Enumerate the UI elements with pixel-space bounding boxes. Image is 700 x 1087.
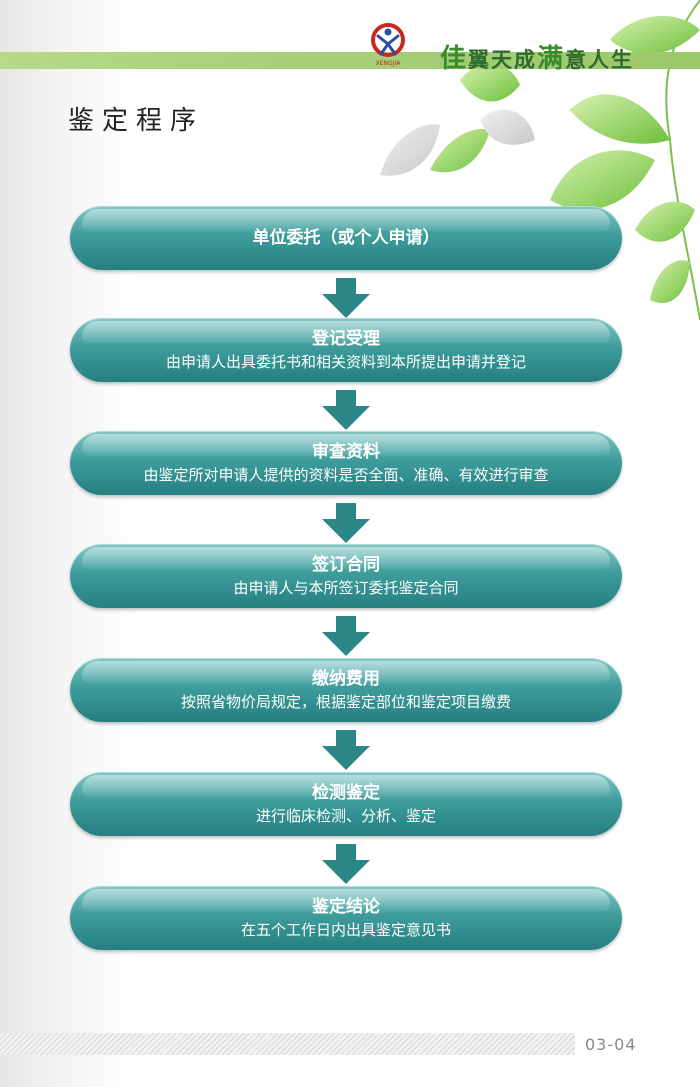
step-title: 签订合同 [312,555,380,575]
slogan-part-4: 意人生 [565,47,635,72]
header-band [0,52,700,69]
page-number: 03-04 [585,1035,637,1054]
step-1: 单位委托（或个人申请） [70,206,622,270]
page-title: 鉴定程序 [68,106,205,136]
step-2: 登记受理 由申请人出具委托书和相关资料到本所提出申请并登记 [70,318,622,382]
step-title: 缴纳费用 [312,669,380,689]
step-title: 登记受理 [312,329,380,349]
down-arrow-icon [322,278,370,318]
step-title: 审查资料 [312,442,380,462]
logo-icon [371,23,405,57]
down-arrow-icon [322,390,370,430]
step-7: 鉴定结论 在五个工作日内出具鉴定意见书 [70,886,622,950]
slogan-part-3: 满 [537,44,566,74]
step-title: 单位委托（或个人申请） [252,228,440,248]
step-5: 缴纳费用 按照省物价局规定，根据鉴定部位和鉴定项目缴费 [70,658,622,722]
footer-stripe [0,1033,575,1055]
slogan-part-2: 翼天成 [468,47,538,72]
step-title: 检测鉴定 [312,783,380,803]
step-description: 按照省物价局规定，根据鉴定部位和鉴定项目缴费 [180,693,511,711]
step-description: 由鉴定所对申请人提供的资料是否全面、准确、有效进行审查 [143,466,549,484]
step-description: 在五个工作日内出具鉴定意见书 [240,921,451,939]
down-arrow-icon [322,730,370,770]
slogan: 佳翼天成满意人生 [440,38,635,74]
slogan-part-1: 佳 [440,44,469,74]
step-6: 检测鉴定 进行临床检测、分析、鉴定 [70,772,622,836]
step-3: 审查资料 由鉴定所对申请人提供的资料是否全面、准确、有效进行审查 [70,431,622,495]
step-description: 由申请人出具委托书和相关资料到本所提出申请并登记 [165,353,526,371]
down-arrow-icon [322,503,370,543]
logo-text: XENGJIA [375,60,401,67]
leaves-decoration [380,0,700,321]
step-4: 签订合同 由申请人与本所签订委托鉴定合同 [70,544,622,608]
down-arrow-icon [322,844,370,884]
down-arrow-icon [322,616,370,656]
step-description: 由申请人与本所签订委托鉴定合同 [233,579,459,597]
step-title: 鉴定结论 [312,897,380,917]
step-description: 进行临床检测、分析、鉴定 [255,807,436,825]
